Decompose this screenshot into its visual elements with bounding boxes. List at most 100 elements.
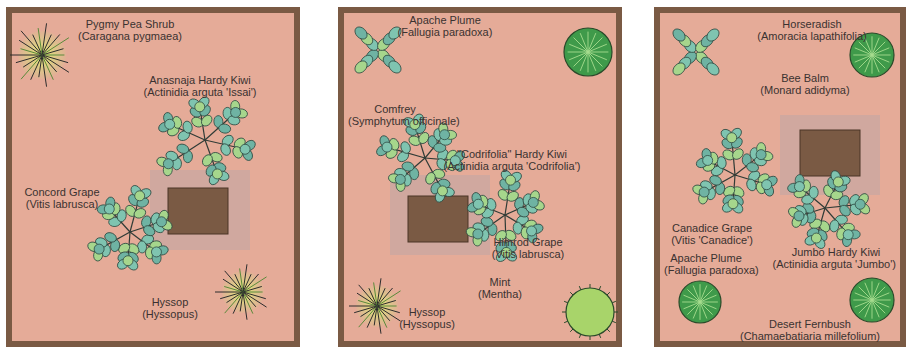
- needle: [361, 306, 377, 317]
- starburst-group: [10, 23, 401, 333]
- frond: [700, 284, 701, 302]
- frond: [872, 300, 873, 319]
- vine-leaf: [163, 159, 173, 169]
- vine-leaf: [437, 186, 447, 196]
- shrub-body: [566, 288, 614, 336]
- frond: [588, 52, 602, 66]
- frond: [859, 287, 872, 300]
- shade: [150, 170, 250, 250]
- plant-label: Canadice Grape: [672, 222, 752, 234]
- frond: [872, 55, 885, 68]
- plant-label: Concord Grape: [24, 186, 99, 198]
- vine-leaf: [838, 203, 853, 218]
- frond: [588, 44, 607, 52]
- leaf: [353, 58, 370, 75]
- frond: [574, 38, 588, 52]
- shade: [780, 115, 880, 195]
- needle: [377, 291, 401, 306]
- vine-leaf: [727, 133, 737, 143]
- frond: [872, 281, 873, 300]
- frond: [853, 300, 872, 301]
- vine-plant: [691, 126, 779, 215]
- leaf: [671, 60, 688, 77]
- frond: [872, 36, 873, 55]
- vine-leaf: [440, 130, 450, 140]
- needle: [377, 306, 381, 334]
- frond: [859, 300, 872, 313]
- vine-leaf: [195, 102, 205, 112]
- needle: [220, 292, 243, 299]
- spike: [590, 284, 591, 288]
- frond: [700, 302, 713, 315]
- plant-label: (Symphytum officinale): [348, 115, 460, 127]
- plant-label: Apache Plume: [409, 14, 481, 26]
- leaf: [671, 27, 688, 44]
- spike: [590, 336, 591, 340]
- frond: [574, 52, 588, 66]
- frond: [588, 52, 608, 53]
- round-shrub-group: [562, 28, 894, 340]
- vine-leaf: [151, 247, 161, 257]
- needle: [374, 282, 377, 306]
- plant-label: Desert Fernbush: [769, 318, 851, 330]
- frond: [865, 283, 872, 300]
- plant-label: (Vitis 'Canadice'): [671, 234, 753, 246]
- vine-leaf: [473, 199, 483, 209]
- spike: [570, 292, 573, 295]
- spike: [607, 329, 610, 332]
- bed-panel: [657, 10, 903, 344]
- needle: [243, 277, 267, 292]
- vine-leaf: [811, 233, 821, 243]
- vine-leaf: [218, 123, 231, 134]
- plant-label: (Hyssopus): [142, 308, 198, 320]
- vine-leaf: [699, 187, 709, 197]
- needle: [21, 55, 42, 79]
- spike: [562, 312, 566, 313]
- starburst-plant: [349, 278, 401, 333]
- frond: [872, 55, 873, 74]
- spike: [612, 301, 616, 303]
- vine-leaf: [176, 143, 190, 155]
- vine-leaf: [855, 199, 865, 209]
- needle: [42, 49, 63, 55]
- frond: [569, 52, 588, 60]
- vine-plant: [787, 169, 872, 250]
- cross-plant: [671, 27, 722, 78]
- cross-plant: [353, 25, 404, 76]
- needle: [354, 306, 377, 313]
- vine-leaf: [123, 256, 133, 266]
- spike: [564, 321, 568, 323]
- frond: [872, 42, 885, 55]
- vine-leaf: [165, 119, 175, 129]
- vine-leaf: [756, 150, 766, 160]
- round-shrub: [562, 284, 618, 340]
- frond: [700, 302, 707, 318]
- needle: [243, 286, 262, 292]
- vine-leaf: [156, 217, 166, 227]
- trellis: [408, 196, 468, 242]
- vine-leaf: [843, 230, 853, 240]
- plant-label: Horseradish: [782, 18, 841, 30]
- vine-leaf: [762, 180, 772, 190]
- frond: [588, 52, 589, 72]
- vine-leaf: [104, 204, 114, 214]
- frond: [855, 55, 872, 62]
- needle: [23, 55, 42, 67]
- frond: [682, 302, 700, 303]
- plant-label: (Fallugia paradoxa): [664, 264, 759, 276]
- spike: [579, 334, 581, 338]
- frond: [684, 302, 700, 309]
- leaf: [386, 58, 403, 75]
- needle: [215, 292, 243, 293]
- plant-label: (Fallugia paradoxa): [398, 26, 493, 38]
- plant-label: Anasnaja Hardy Kiwi: [149, 74, 251, 86]
- frond: [872, 55, 891, 56]
- frond: [872, 48, 889, 55]
- vine-leaf: [703, 155, 713, 165]
- plant-label: Bee Balm: [781, 72, 829, 84]
- plant-label: Hyssop: [152, 296, 189, 308]
- spike: [570, 329, 573, 332]
- needle: [240, 268, 243, 292]
- frond: [588, 52, 596, 71]
